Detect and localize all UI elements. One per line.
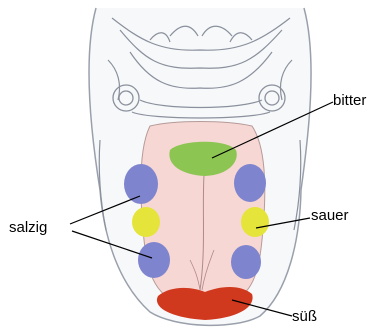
- salty-zone-right-bottom: [231, 245, 261, 279]
- label-salzig: salzig: [9, 219, 47, 237]
- salty-zone-right-top: [234, 164, 266, 202]
- label-sauer: sauer: [311, 207, 349, 225]
- sour-zone-right: [241, 207, 269, 237]
- label-suess: süß: [292, 308, 317, 326]
- label-bitter: bitter: [333, 92, 366, 110]
- salty-zone-left-top: [124, 164, 158, 204]
- salty-zone-left-bottom: [138, 242, 170, 278]
- sour-zone-left: [132, 207, 160, 237]
